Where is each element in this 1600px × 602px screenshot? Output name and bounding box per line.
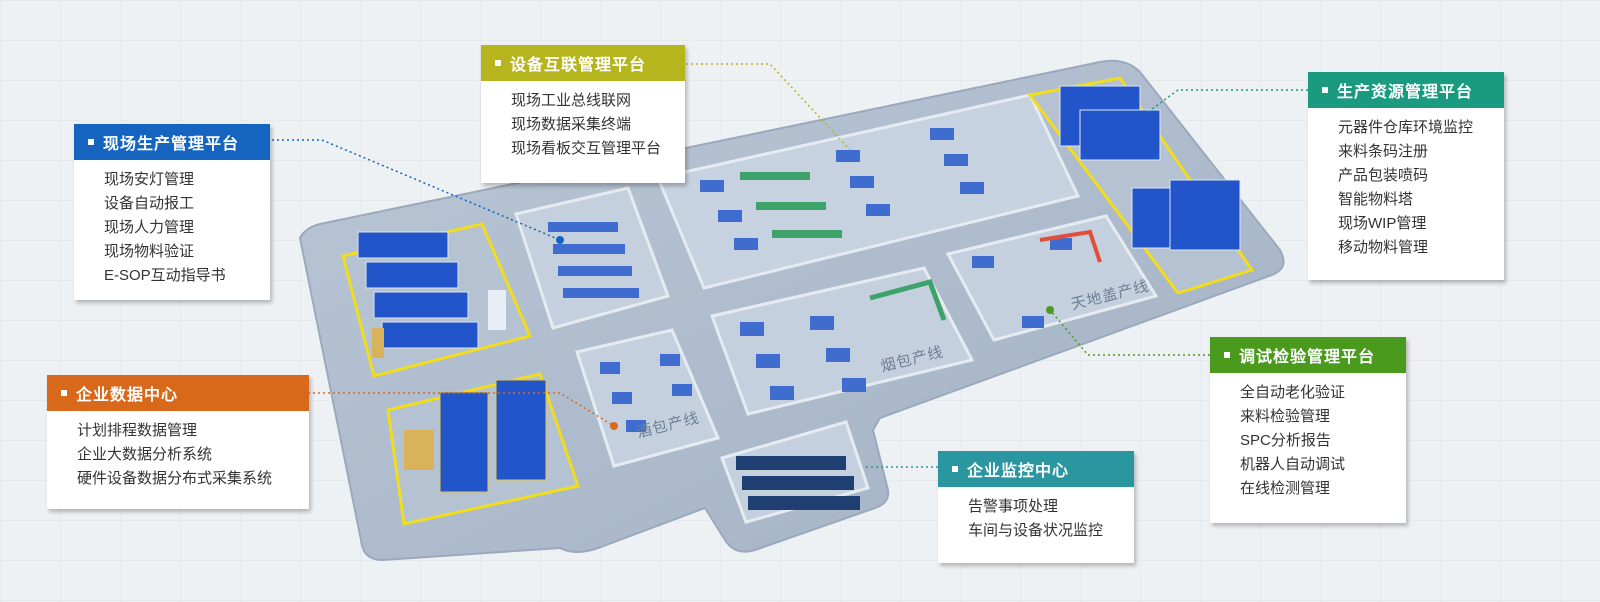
panel-list: 现场工业总线联网 现场数据采集终端 现场看板交互管理平台 [481, 81, 685, 161]
list-item: 硬件设备数据分布式采集系统 [77, 470, 273, 487]
bullet-icon [88, 139, 94, 145]
list-item: 产品包装喷码 [1338, 167, 1429, 184]
panel-title: 企业数据中心 [76, 387, 179, 404]
assembly-cell-center-left [514, 186, 670, 330]
bullet-icon [952, 466, 958, 472]
list-item: 企业大数据分析系统 [77, 446, 213, 463]
list-item: 移动物料管理 [1338, 239, 1429, 256]
panel-header: 设备互联管理平台 [481, 45, 685, 81]
bullet-icon [1224, 352, 1230, 358]
bullet-icon [495, 60, 501, 66]
list-item: 智能物料塔 [1338, 191, 1414, 208]
panel-monitor: 企业监控中心 告警事项处理 车间与设备状况监控 [938, 451, 1134, 563]
list-item: 机器人自动调试 [1240, 456, 1346, 473]
panel-header: 企业监控中心 [938, 451, 1134, 487]
list-item: 元器件仓库环境监控 [1338, 119, 1474, 136]
panel-header: 生产资源管理平台 [1308, 72, 1504, 108]
list-item: 现场物料验证 [104, 243, 195, 260]
monitor-room [720, 420, 870, 524]
list-item: 车间与设备状况监控 [968, 522, 1104, 539]
list-item: SPC分析报告 [1240, 432, 1331, 449]
tobacco-packaging-line [710, 266, 975, 416]
list-item: 现场WIP管理 [1338, 215, 1427, 232]
panel-list: 告警事项处理 车间与设备状况监控 [938, 487, 1134, 543]
list-item: 全自动老化验证 [1240, 384, 1346, 401]
list-item: 现场看板交互管理平台 [511, 140, 662, 157]
wine-packaging-line [575, 328, 721, 468]
panel-list: 元器件仓库环境监控 来料条码注册 产品包装喷码 智能物料塔 现场WIP管理 移动… [1308, 108, 1504, 260]
list-item: 现场工业总线联网 [511, 92, 632, 109]
panel-title: 企业监控中心 [967, 463, 1070, 480]
list-item: 来料条码注册 [1338, 143, 1429, 160]
panel-header: 企业数据中心 [47, 375, 309, 411]
panel-header: 调试检验管理平台 [1210, 337, 1406, 373]
panel-debug-inspect: 调试检验管理平台 全自动老化验证 来料检验管理 SPC分析报告 机器人自动调试 … [1210, 337, 1406, 523]
panel-title: 现场生产管理平台 [103, 136, 240, 153]
warehouse-zone-north [341, 222, 533, 378]
list-item: 现场人力管理 [104, 219, 195, 236]
tiandi-lid-line [945, 214, 1159, 342]
list-item: E-SOP互动指导书 [104, 267, 226, 284]
bullet-icon [61, 390, 67, 396]
panel-title: 调试检验管理平台 [1239, 349, 1376, 366]
panel-list: 现场安灯管理 设备自动报工 现场人力管理 现场物料验证 E-SOP互动指导书 [74, 160, 270, 288]
panel-list: 计划排程数据管理 企业大数据分析系统 硬件设备数据分布式采集系统 [47, 411, 309, 491]
list-item: 现场安灯管理 [104, 171, 195, 188]
panel-device-iot: 设备互联管理平台 现场工业总线联网 现场数据采集终端 现场看板交互管理平台 [481, 45, 685, 183]
list-item: 计划排程数据管理 [77, 422, 198, 439]
warehouse-zone-south [386, 372, 580, 526]
list-item: 在线检测管理 [1240, 480, 1331, 497]
panel-title: 生产资源管理平台 [1337, 84, 1474, 101]
list-item: 设备自动报工 [104, 195, 195, 212]
panel-resource: 生产资源管理平台 元器件仓库环境监控 来料条码注册 产品包装喷码 智能物料塔 现… [1308, 72, 1504, 280]
panel-field-production: 现场生产管理平台 现场安灯管理 设备自动报工 现场人力管理 现场物料验证 E-S… [74, 124, 270, 300]
list-item: 来料检验管理 [1240, 408, 1331, 425]
connector-dots [556, 236, 1054, 430]
panel-list: 全自动老化验证 来料检验管理 SPC分析报告 机器人自动调试 在线检测管理 [1210, 373, 1406, 501]
panel-title: 设备互联管理平台 [510, 57, 647, 74]
panel-header: 现场生产管理平台 [74, 124, 270, 160]
bullet-icon [1322, 87, 1328, 93]
main-production-hall [655, 93, 1081, 290]
warehouse-zone-east [1027, 76, 1255, 295]
connector-lines [272, 63, 1308, 468]
list-item: 告警事项处理 [968, 498, 1059, 515]
panel-data-center: 企业数据中心 计划排程数据管理 企业大数据分析系统 硬件设备数据分布式采集系统 [47, 375, 309, 509]
list-item: 现场数据采集终端 [511, 116, 632, 133]
